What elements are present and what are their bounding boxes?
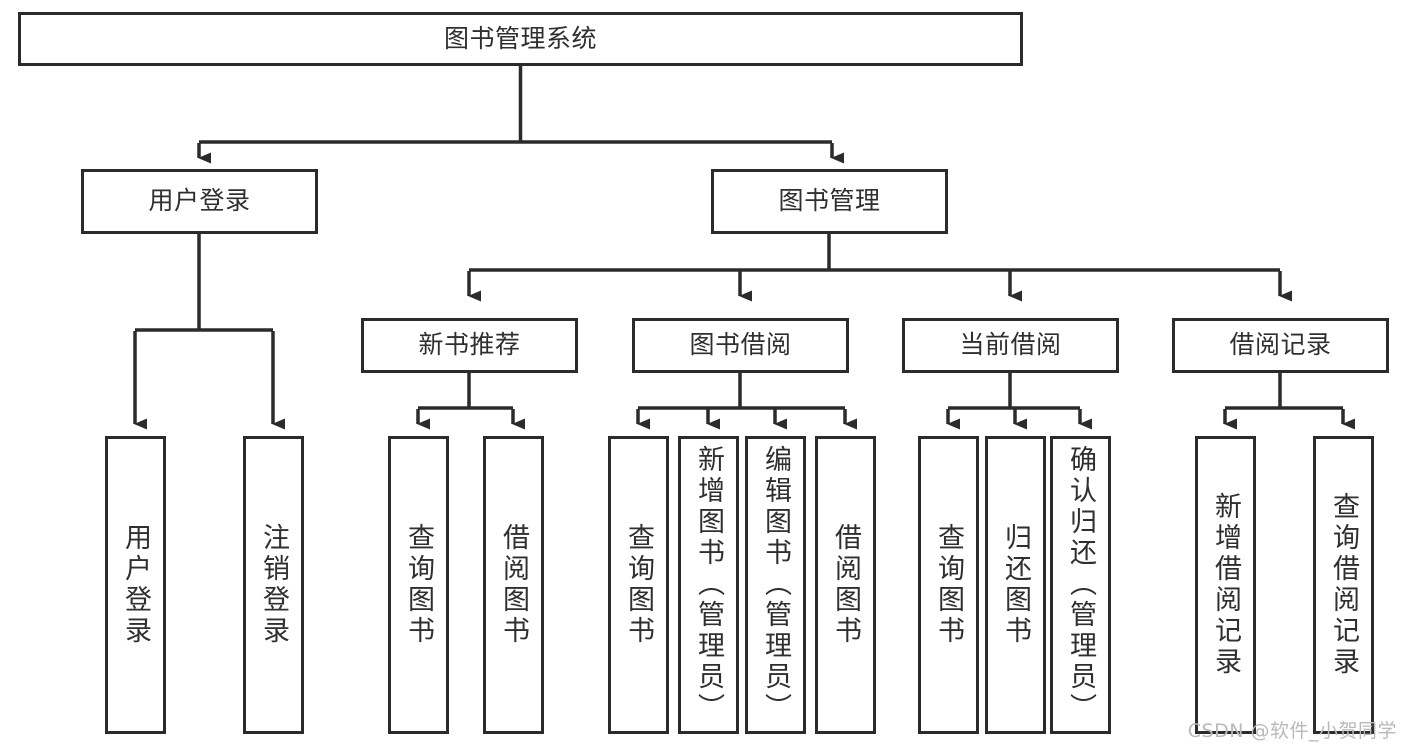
node-label: 借阅记录 bbox=[1229, 330, 1332, 360]
leaf-query-book-recommend[interactable]: 查询图书 bbox=[388, 436, 449, 734]
node-label: 编辑图书（管理员） bbox=[760, 445, 791, 724]
node-label: 新书推荐 bbox=[418, 330, 521, 360]
leaf-borrow-book-recommend[interactable]: 借阅图书 bbox=[483, 436, 544, 734]
node-label: 借阅图书 bbox=[498, 523, 529, 647]
node-label: 图书管理系统 bbox=[443, 23, 597, 53]
leaf-user-login[interactable]: 用户登录 bbox=[105, 436, 166, 734]
leaf-confirm-return[interactable]: 确认归还（管理员） bbox=[1050, 436, 1111, 734]
node-borrow-record[interactable]: 借阅记录 bbox=[1172, 318, 1389, 373]
node-book-borrow[interactable]: 图书借阅 bbox=[632, 318, 849, 373]
leaf-edit-book[interactable]: 编辑图书（管理员） bbox=[745, 436, 806, 734]
node-label: 注销登录 bbox=[258, 523, 289, 647]
node-label: 用户登录 bbox=[120, 523, 151, 647]
leaf-borrow-book[interactable]: 借阅图书 bbox=[815, 436, 876, 734]
node-label: 借阅图书 bbox=[830, 523, 861, 647]
node-book-manage[interactable]: 图书管理 bbox=[711, 169, 948, 234]
node-current-borrow[interactable]: 当前借阅 bbox=[902, 318, 1119, 373]
node-user-login[interactable]: 用户登录 bbox=[81, 169, 318, 234]
node-root-system[interactable]: 图书管理系统 bbox=[18, 12, 1023, 66]
watermark-credit: CSDN @软件_小贺同学 bbox=[1187, 720, 1397, 742]
node-label: 查询借阅记录 bbox=[1328, 492, 1359, 678]
leaf-query-book-current[interactable]: 查询图书 bbox=[918, 436, 979, 734]
leaf-logout-login[interactable]: 注销登录 bbox=[243, 436, 304, 734]
leaf-add-borrow-record[interactable]: 新增借阅记录 bbox=[1195, 436, 1256, 734]
node-label: 新增借阅记录 bbox=[1210, 492, 1241, 678]
node-label: 图书借阅 bbox=[689, 330, 792, 360]
node-label: 新增图书（管理员） bbox=[693, 445, 724, 724]
node-label: 归还图书 bbox=[1000, 523, 1031, 647]
leaf-add-book[interactable]: 新增图书（管理员） bbox=[678, 436, 739, 734]
node-label: 图书管理 bbox=[778, 186, 881, 216]
node-label: 查询图书 bbox=[403, 523, 434, 647]
node-label: 用户登录 bbox=[148, 186, 251, 216]
leaf-return-book[interactable]: 归还图书 bbox=[985, 436, 1046, 734]
node-new-book-recommend[interactable]: 新书推荐 bbox=[361, 318, 578, 373]
node-label: 查询图书 bbox=[623, 523, 654, 647]
node-label: 确认归还（管理员） bbox=[1065, 445, 1096, 724]
node-label: 查询图书 bbox=[933, 523, 964, 647]
leaf-query-book-borrow[interactable]: 查询图书 bbox=[608, 436, 669, 734]
leaf-query-borrow-record[interactable]: 查询借阅记录 bbox=[1313, 436, 1374, 734]
node-label: 当前借阅 bbox=[959, 330, 1062, 360]
